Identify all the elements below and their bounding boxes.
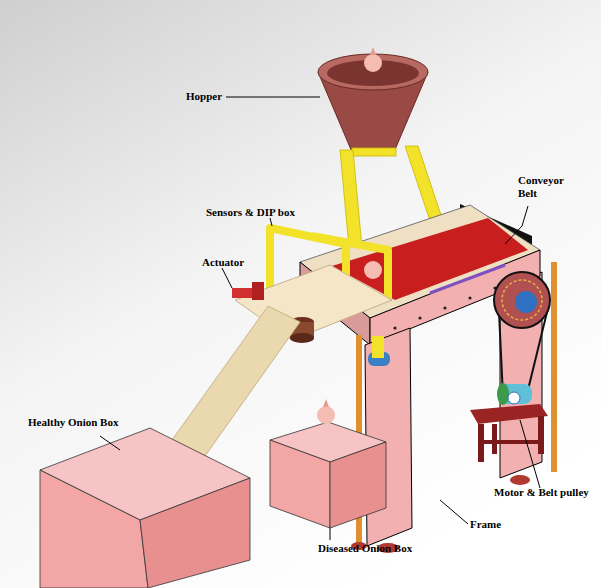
part-label: Healthy Onion Box [28, 416, 118, 429]
frame-foot [510, 475, 530, 485]
onion [323, 399, 329, 407]
part-label: Actuator [202, 256, 244, 269]
onion [317, 406, 335, 424]
roller-bracket [372, 336, 384, 358]
healthy-box [40, 428, 250, 588]
diseased-box [270, 422, 386, 528]
part-label: Hopper [186, 90, 222, 103]
part-label: Conveyor Belt [518, 174, 574, 200]
leader-line [100, 97, 540, 540]
chute [172, 306, 300, 456]
part-label: Diseased Onion Box [318, 542, 412, 555]
onion [364, 261, 382, 279]
part-label: Sensors & DIP box [206, 206, 295, 219]
pulley-drive [470, 272, 550, 462]
part-label: Motor & Belt pulley [494, 486, 589, 499]
frame-pole [551, 262, 557, 472]
hopper [318, 47, 428, 152]
part-label: Frame [470, 518, 501, 531]
